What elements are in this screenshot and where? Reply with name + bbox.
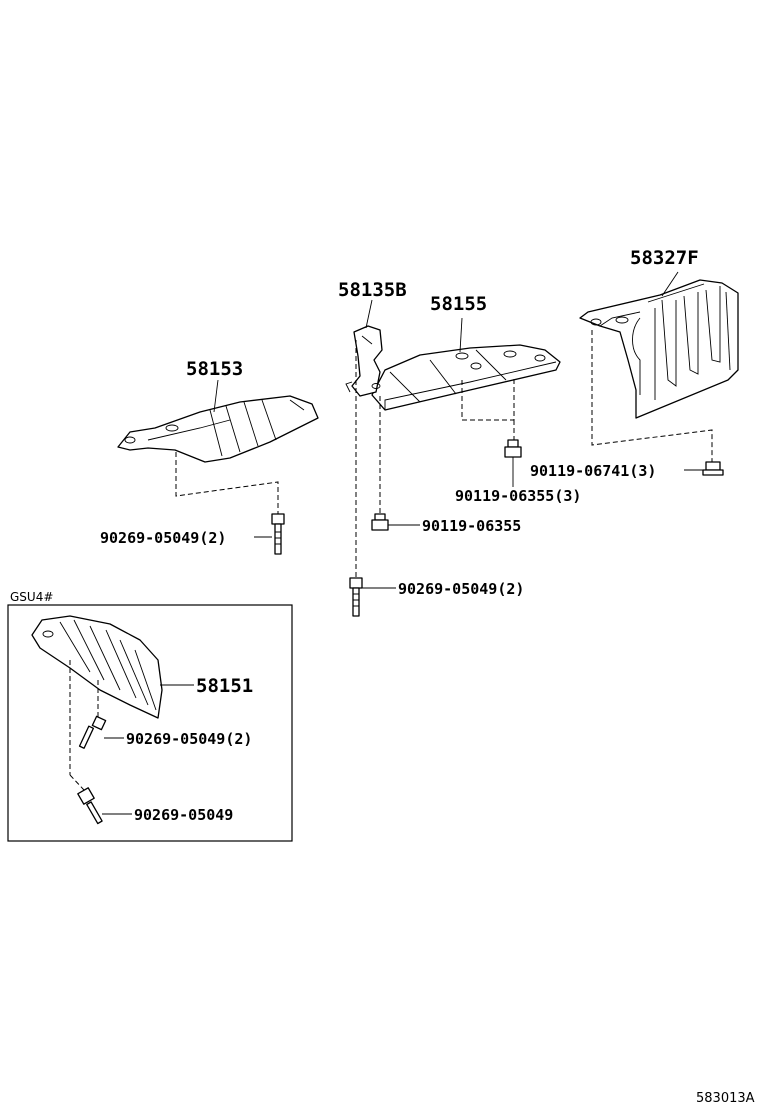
- inset-title: GSU4#: [10, 590, 53, 604]
- heat-insulator-58153: [117, 395, 319, 463]
- bolt-90269-05049-inset-icon: [77, 787, 103, 825]
- diagram-code: 583013A: [696, 1091, 755, 1106]
- part-number-90119-06741: 90119-06741(3): [530, 462, 656, 480]
- part-number-58327F: 58327F: [630, 247, 699, 269]
- part-number-90269-05049-center: 90269-05049(2): [398, 580, 524, 598]
- guide-58151-lower-bend: [69, 774, 85, 791]
- bolt-90269-05049-center-icon: [349, 577, 363, 617]
- bolt-90269-05049-inset-2-icon: [78, 715, 107, 749]
- leader-58135B: [365, 299, 373, 329]
- bolt-90119-06355-icon: [371, 513, 389, 531]
- part-number-90119-06355-3: 90119-06355(3): [455, 487, 581, 505]
- part-number-90269-05049-left: 90269-05049(2): [100, 529, 226, 547]
- part-number-58153: 58153: [186, 358, 243, 380]
- guide-58153: [175, 452, 279, 514]
- part-number-90269-05049-inset-2: 90269-05049(2): [126, 730, 252, 748]
- leader-58153: [213, 379, 219, 413]
- part-number-90269-05049-inset: 90269-05049: [134, 806, 233, 824]
- part-number-58135B: 58135B: [338, 279, 407, 301]
- part-number-58151: 58151: [196, 675, 253, 697]
- heat-insulator-58155: [371, 344, 561, 411]
- bolt-90119-06355-3-icon: [504, 439, 522, 458]
- leader-58327F: [661, 271, 679, 297]
- part-number-58155: 58155: [430, 293, 487, 315]
- part-number-90119-06355: 90119-06355: [422, 517, 521, 535]
- guide-58327F: [591, 330, 713, 462]
- bolt-90119-06741-icon: [702, 461, 724, 476]
- bracket-58135B: [345, 325, 383, 397]
- inset-box: [7, 604, 293, 842]
- heat-insulator-58151: [31, 615, 163, 719]
- bolt-90269-05049-left-icon: [271, 513, 285, 555]
- guide-58155: [461, 378, 515, 421]
- heat-insulator-58327F: [579, 279, 739, 419]
- leader-58155: [459, 317, 463, 353]
